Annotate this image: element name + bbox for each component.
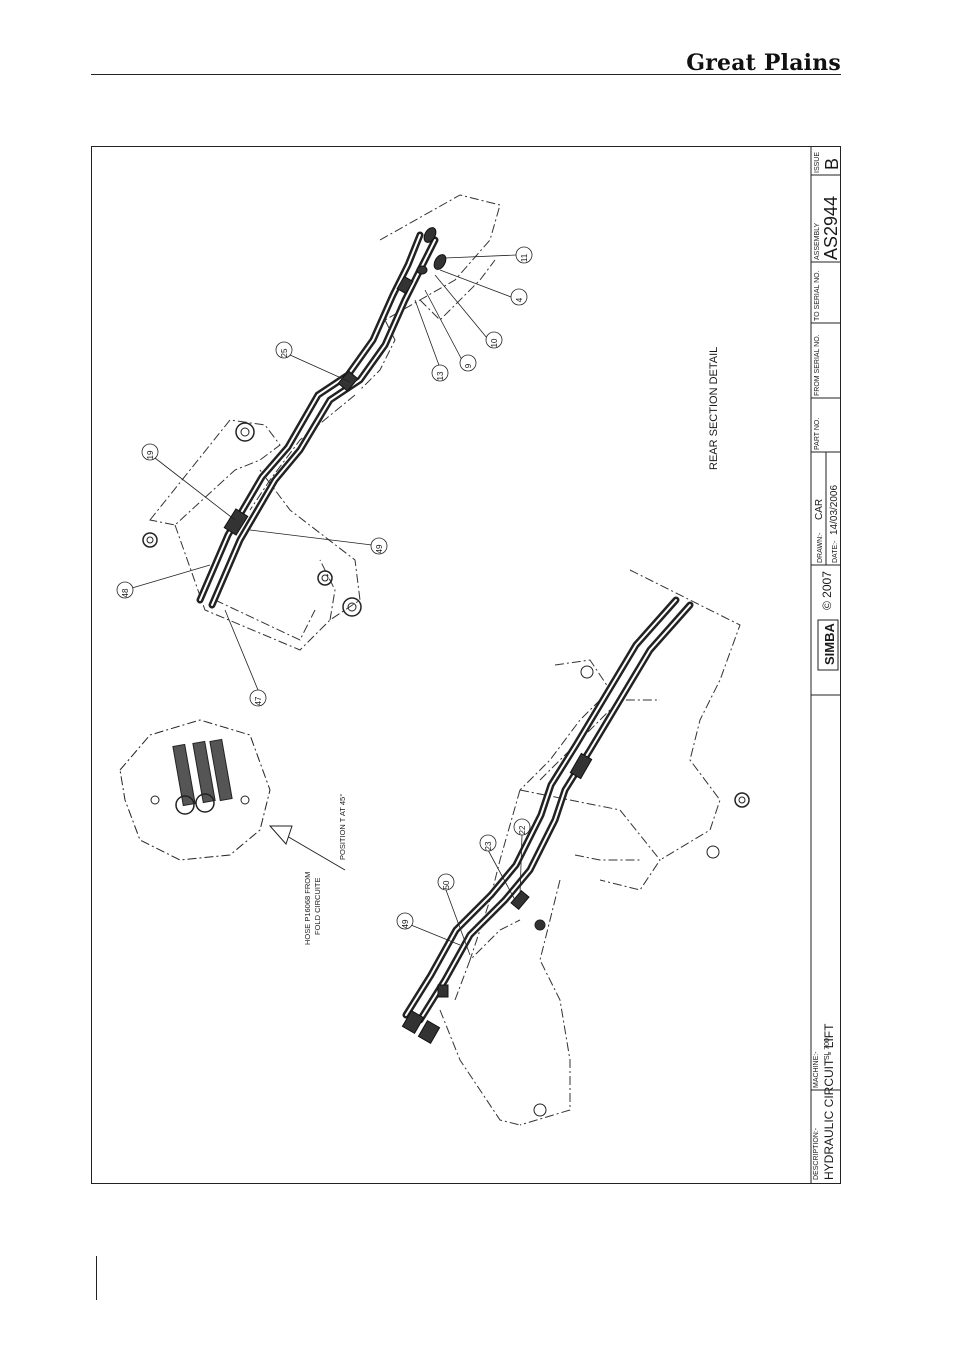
hose-assembly-lower: [406, 600, 690, 1020]
balloon-48: 48: [121, 588, 130, 597]
balloon-11: 11: [520, 253, 529, 262]
machine-value: SL 700: [824, 1038, 831, 1060]
drawn-label: DRAWN:-: [817, 532, 824, 563]
copyright: © 2007: [820, 571, 834, 610]
balloon-4: 4: [515, 297, 524, 302]
balloon-10: 10: [490, 338, 499, 347]
balloon-9: 9: [464, 363, 473, 368]
balloon-23: 23: [484, 841, 493, 850]
mounting-holes-lower: [534, 666, 749, 1116]
assembly-label: ASSEMBLY: [814, 222, 821, 260]
machine-label: MACHINE:-: [813, 1051, 820, 1088]
position-arrow: [270, 826, 345, 870]
issue-label: ISSUE: [814, 152, 821, 173]
balloon-25: 25: [280, 348, 289, 357]
from-serial-label: FROM SERIAL NO.: [814, 334, 821, 396]
part-no-label: PART NO.: [814, 418, 821, 450]
issue-value: B: [822, 158, 842, 170]
balloon-19: 19: [146, 450, 155, 459]
assembly-value: AS2944: [821, 196, 841, 260]
description-label: DESCRIPTION:-: [813, 1127, 820, 1180]
to-serial-label: TO SERIAL NO.: [814, 270, 821, 321]
rear-section-label: REAR SECTION DETAIL: [708, 347, 720, 470]
balloon-49-upper: 49: [375, 544, 384, 553]
hose-note-line-2: FOLD CIRCUITE: [313, 877, 322, 935]
balloons: [117, 247, 532, 929]
balloon-13: 13: [436, 371, 445, 380]
drawn-value: CAR: [814, 499, 825, 520]
position-note: POSITION T AT 45°: [338, 794, 347, 860]
balloon-50: 50: [442, 880, 451, 889]
frame-outline-upper: [150, 195, 500, 650]
balloon-labels: 11 4 10 9 13 25 19 49 48 47 22 23 50 49: [121, 253, 529, 928]
balloon-22: 22: [518, 825, 527, 834]
date-value: 14/03/2006: [829, 485, 840, 535]
simba-logo: SIMBA: [822, 623, 837, 666]
hose-note-line-1: HOSE P16068 FROM: [303, 872, 312, 945]
fitting-detail-view: [120, 720, 270, 860]
date-label: DATE:-: [832, 540, 839, 563]
balloon-49-lower: 49: [401, 919, 410, 928]
balloon-47: 47: [254, 696, 263, 705]
